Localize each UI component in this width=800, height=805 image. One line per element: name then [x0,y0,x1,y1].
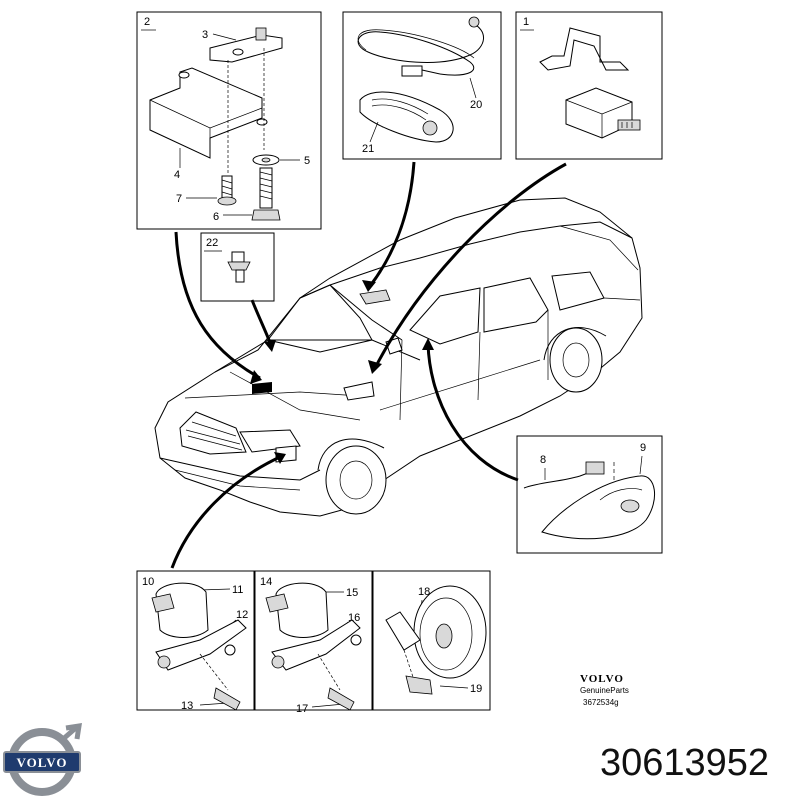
callout-18: 18 [418,586,430,598]
callout-8: 8 [540,454,546,466]
callout-17: 17 [296,703,308,715]
panel-box-2: 2 3 4 5 6 7 [136,11,322,230]
callout-22: 22 [206,237,218,249]
callout-20: 20 [470,99,482,111]
callout-15: 15 [346,587,358,599]
car-illustration [154,197,643,517]
callout-9: 9 [640,442,646,454]
callout-14: 14 [260,576,272,588]
genuine-parts-mark: VOLVO GenuineParts 3672534g [580,673,629,707]
callout-5: 5 [304,155,310,167]
callout-12: 12 [236,609,248,621]
callout-7: 7 [176,193,182,205]
callout-1: 1 [523,16,529,28]
callout-21: 21 [362,143,374,155]
volvo-logo-icon: VOLVO [3,723,82,796]
brand-name: VOLVO [580,673,624,685]
panel-box-22: 22 [200,232,275,302]
callout-10: 10 [142,576,154,588]
callout-11: 11 [232,584,243,596]
logo-wordmark: VOLVO [17,755,68,770]
callout-13: 13 [181,700,193,712]
callout-4: 4 [174,169,180,181]
panel-box-14-17: 14 15 16 17 [254,570,373,715]
callout-6: 6 [213,211,219,223]
panel-box-18-19: 18 19 [372,570,491,711]
panel-box-1: 1 [515,11,663,160]
callout-19: 19 [470,683,482,695]
panel-box-20-21: 20 21 [342,11,502,160]
pointer-arrows [170,161,567,569]
part-number: 30613952 [600,742,770,784]
drawing-code: 3672534g [583,698,619,707]
brand-line: GenuineParts [580,686,629,695]
panel-box-10-13: 10 11 12 13 [136,570,255,712]
callout-2: 2 [144,16,150,28]
panel-box-8-9: 8 9 [516,435,663,554]
callout-3: 3 [202,29,208,41]
